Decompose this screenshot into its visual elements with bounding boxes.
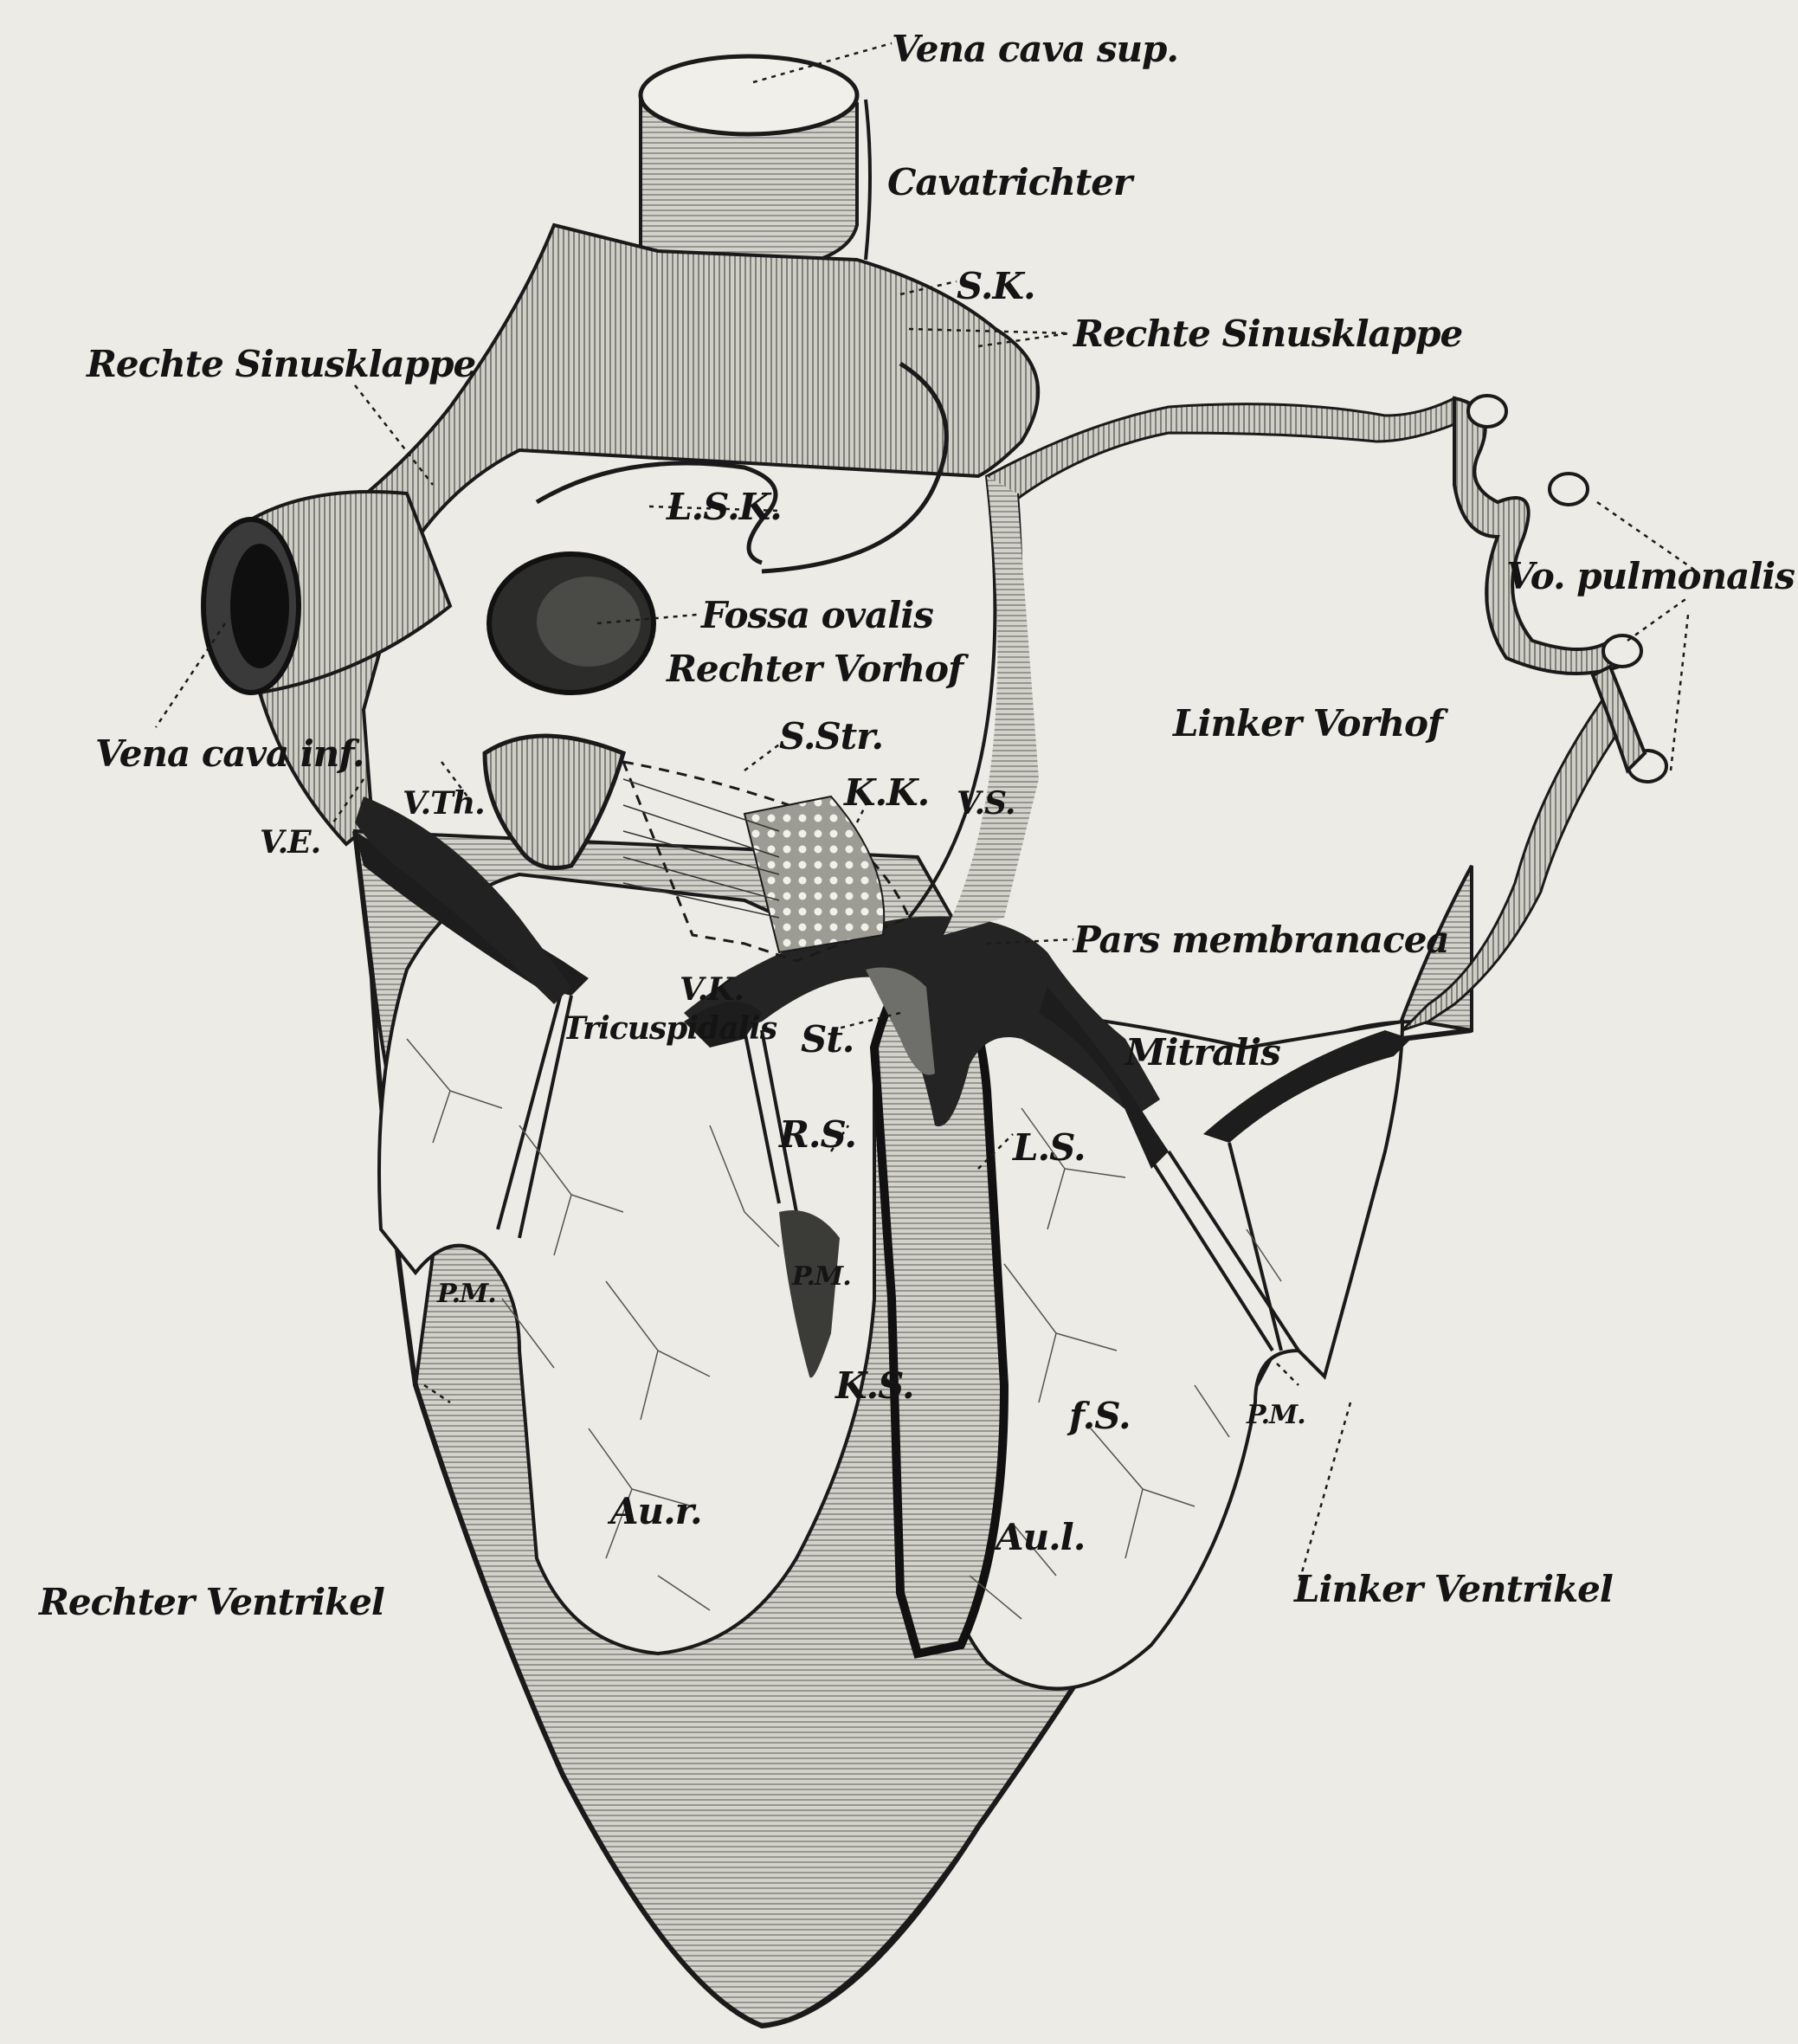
label-rs: R.S. bbox=[779, 1117, 856, 1153]
label-s-str: S.Str. bbox=[779, 719, 883, 755]
label-ls: L.S. bbox=[1013, 1130, 1086, 1166]
label-tricuspidalis: Tricuspidalis bbox=[563, 1013, 777, 1044]
label-fs: f.S. bbox=[1069, 1398, 1131, 1435]
label-pm-left: P.M. bbox=[437, 1281, 496, 1307]
label-ks: K.S. bbox=[835, 1368, 914, 1404]
label-rechter-vorhof: Rechter Vorhof bbox=[667, 651, 963, 687]
label-rechter-ventrikel: Rechter Ventrikel bbox=[39, 1584, 384, 1621]
label-sk: S.K. bbox=[957, 268, 1035, 305]
label-pars-membranacea: Pars membranacea bbox=[1073, 922, 1449, 958]
label-lsk: L.S.K. bbox=[667, 489, 782, 526]
label-pm-right: P.M. bbox=[1247, 1402, 1305, 1428]
vena-cava-superior bbox=[641, 56, 870, 275]
label-vo-pulmonalis: Vo. pulmonalis bbox=[1506, 558, 1795, 595]
label-mitralis: Mitralis bbox=[1125, 1035, 1280, 1071]
label-rechte-sinusklappe-right: Rechte Sinusklappe bbox=[1073, 316, 1462, 352]
label-linker-vorhof: Linker Vorhof bbox=[1173, 706, 1442, 742]
label-au-r: Au.r. bbox=[610, 1493, 702, 1530]
label-au-l: Au.l. bbox=[996, 1519, 1085, 1556]
label-linker-ventrikel: Linker Ventrikel bbox=[1294, 1571, 1613, 1608]
label-pm-center: P.M. bbox=[792, 1264, 851, 1290]
label-ve: V.E. bbox=[260, 827, 320, 858]
vena-cava-inferior bbox=[203, 492, 450, 693]
label-kk: K.K. bbox=[844, 775, 929, 811]
label-vth: V.Th. bbox=[403, 788, 485, 819]
label-vena-cava-sup: Vena cava sup. bbox=[892, 31, 1178, 68]
label-vs: V.S. bbox=[957, 788, 1015, 819]
label-vena-cava-inf: Vena cava inf. bbox=[95, 736, 364, 772]
label-rechte-sinusklappe-left: Rechte Sinusklappe bbox=[87, 346, 475, 383]
label-st: St. bbox=[801, 1022, 854, 1058]
label-fossa-ovalis: Fossa ovalis bbox=[701, 597, 933, 634]
fossa-ovalis bbox=[489, 554, 654, 693]
label-vk: V.K. bbox=[680, 974, 744, 1005]
label-cavatrichter: Cavatrichter bbox=[887, 164, 1131, 201]
